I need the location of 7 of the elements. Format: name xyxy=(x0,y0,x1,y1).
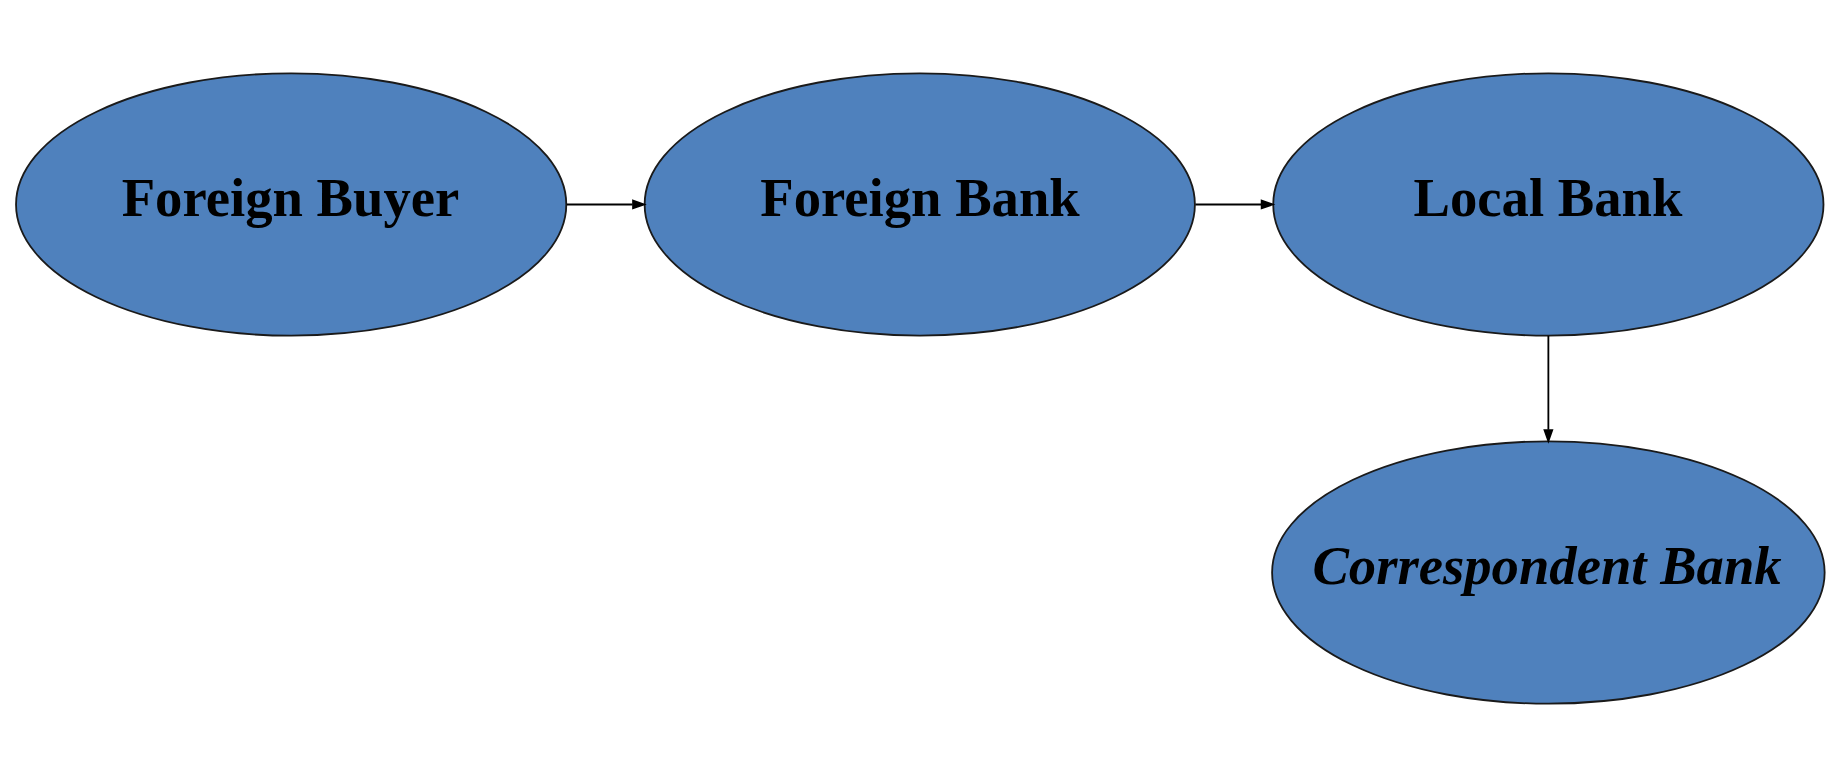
node-ellipse: Foreign Bank xyxy=(643,71,1196,337)
node-ellipse: Correspondent Bank xyxy=(1271,439,1826,705)
arrow xyxy=(1194,198,1276,210)
arrow xyxy=(565,198,647,210)
node-ellipse: Foreign Buyer xyxy=(15,71,568,337)
arrow xyxy=(1543,334,1554,444)
node-ellipse: Local Bank xyxy=(1272,71,1825,337)
